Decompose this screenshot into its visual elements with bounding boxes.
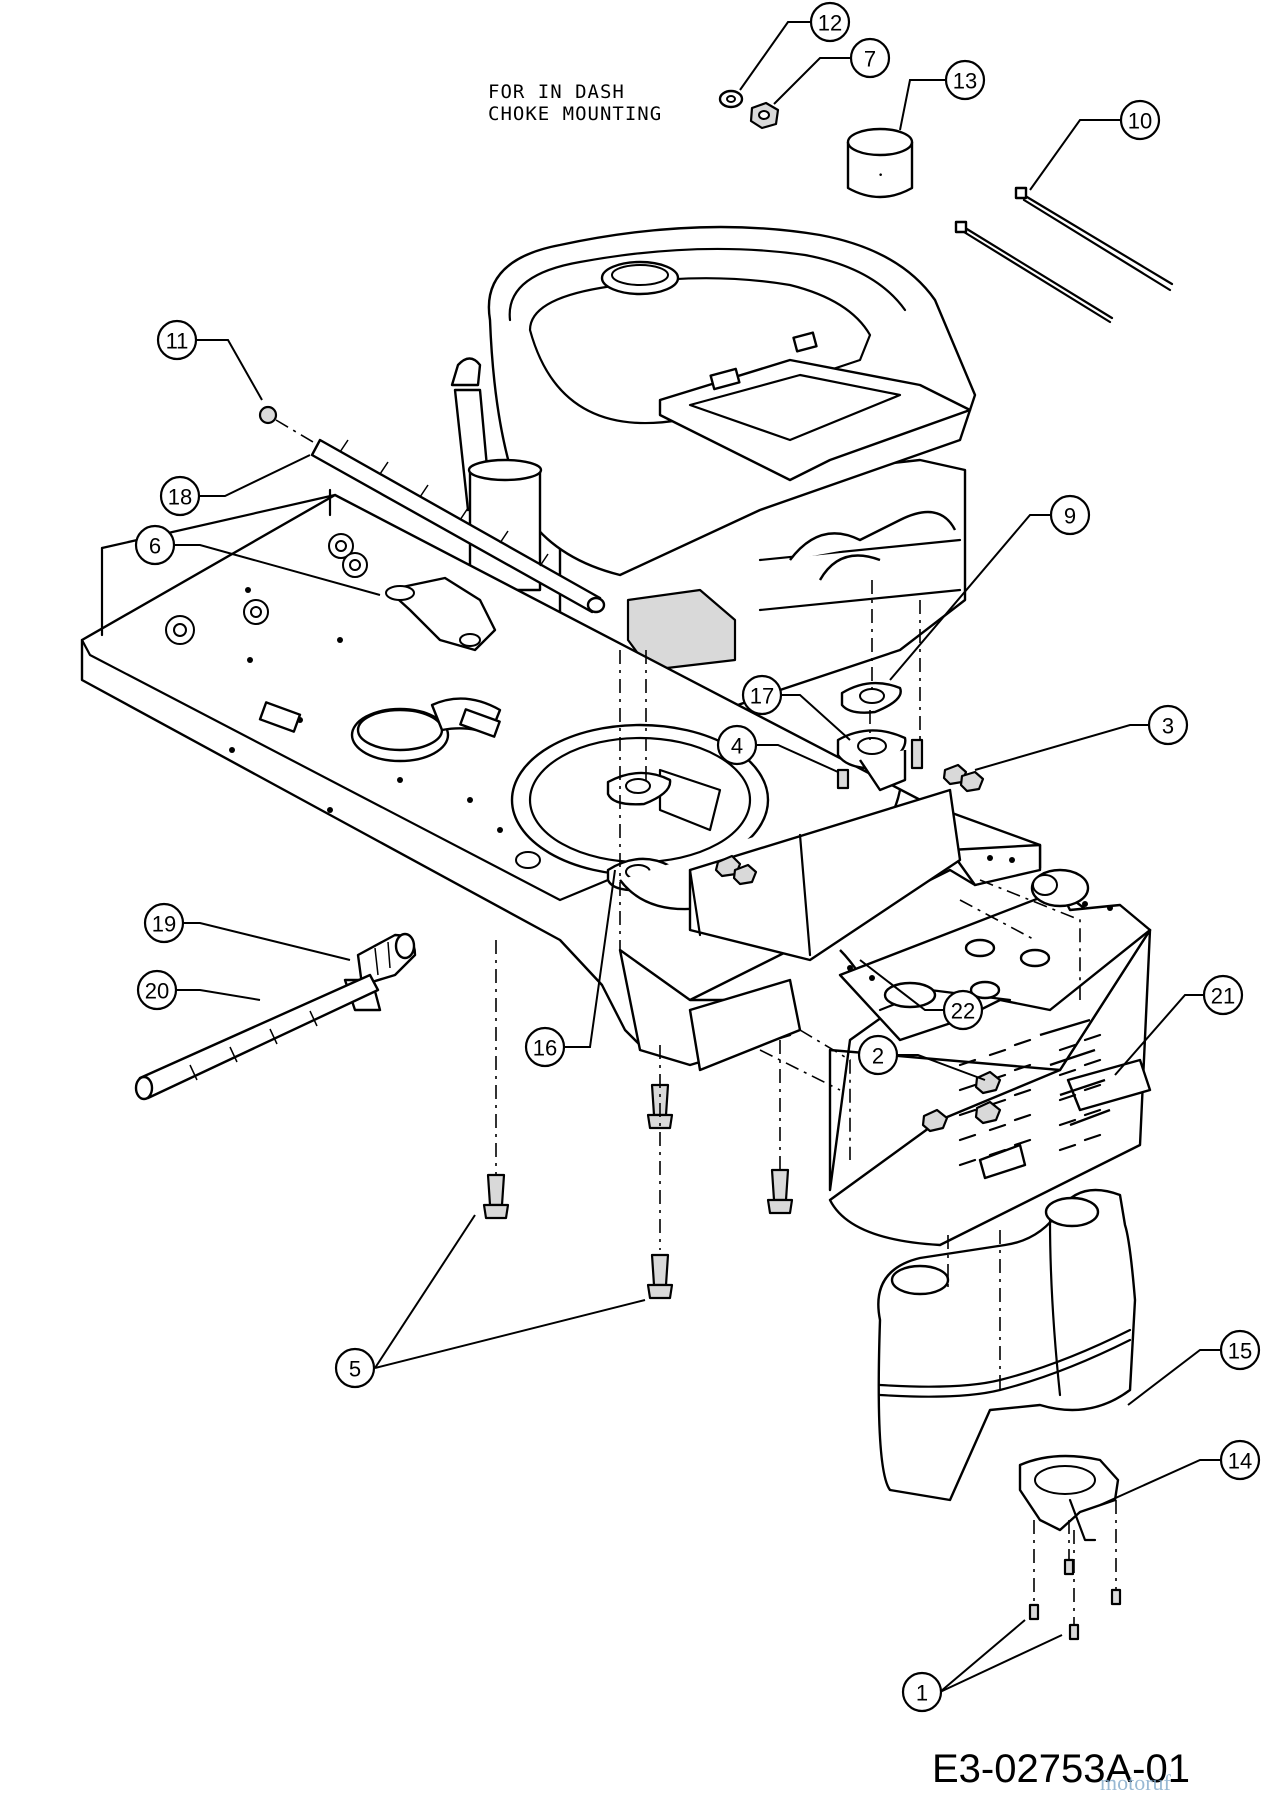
callout-2-label: 2 [872, 1044, 884, 1069]
callout-15: 15 [1219, 1329, 1261, 1371]
callout-9: 9 [1049, 494, 1091, 536]
callout-2: 2 [857, 1034, 899, 1076]
svg-text:•: • [878, 171, 883, 181]
rod-part-20 [134, 973, 380, 1101]
exhaust-manifold-part-22 [619, 788, 962, 976]
callout-22-label: 22 [951, 999, 975, 1024]
callout-11-label: 11 [166, 329, 189, 354]
callout-21-label: 21 [1211, 984, 1235, 1009]
screw-part-1 [1028, 1500, 1122, 1641]
callout-9-label: 9 [1064, 504, 1076, 529]
nut-part-7 [749, 101, 780, 130]
callout-13-label: 13 [953, 69, 977, 94]
assembly-lines [495, 580, 1081, 1390]
callout-17: 17 [741, 674, 783, 716]
callout-10: 10 [1119, 99, 1161, 141]
callout-19-label: 19 [152, 912, 176, 937]
callout-1-label: 1 [916, 1681, 928, 1706]
callout-6: 6 [134, 524, 176, 566]
gasket-part-17 [836, 729, 907, 792]
bolt-part-3 [714, 763, 985, 886]
callout-7-label: 7 [864, 47, 876, 72]
callout-3-label: 3 [1162, 714, 1174, 739]
callout-4: 4 [716, 724, 758, 766]
callout-1: 1 [901, 1671, 943, 1713]
callout-12: 12 [809, 1, 851, 43]
nut-part-2 [921, 1070, 1002, 1133]
note-line-1: FOR IN DASH [488, 81, 625, 103]
filter-part-13: • [846, 127, 914, 199]
throttle-bracket-part-6 [385, 576, 497, 652]
cable-ties-part-10 [954, 186, 1174, 324]
callout-19: 19 [143, 902, 185, 944]
drawing-code: E3-02753A-01 [932, 1747, 1190, 1791]
heat-shield-part-21 [828, 868, 1152, 1247]
callout-14-label: 14 [1228, 1449, 1252, 1474]
callout-14: 14 [1219, 1439, 1261, 1481]
bolt-part-4 [836, 738, 924, 790]
callout-17-label: 17 [750, 684, 774, 709]
muffler-part-15 [877, 1188, 1137, 1502]
gasket-part-9 [840, 681, 902, 714]
callout-5-label: 5 [349, 1357, 361, 1382]
note-line-2: CHOKE MOUNTING [488, 103, 662, 125]
callout-5: 5 [334, 1347, 376, 1389]
callout-11: 11 [156, 319, 198, 361]
callout-12-label: 12 [818, 11, 842, 36]
callout-15-label: 15 [1228, 1339, 1252, 1364]
callout-16: 16 [524, 1026, 566, 1068]
callout-20-label: 20 [145, 979, 169, 1004]
callout-18: 18 [159, 475, 201, 517]
callout-21: 21 [1202, 974, 1244, 1016]
callout-20: 20 [136, 969, 178, 1011]
fastener-part-11 [258, 405, 319, 446]
callout-6-label: 6 [149, 534, 161, 559]
callout-18-label: 18 [168, 485, 192, 510]
callout-7: 7 [849, 37, 891, 79]
leader-lines [172, 21, 1222, 1693]
bolt-part-5 [482, 1083, 794, 1300]
watermark-text: motoruf [1100, 1770, 1172, 1795]
cable-part-18 [310, 438, 606, 614]
callout-16-label: 16 [533, 1036, 557, 1061]
spark-arrestor-part-14 [1018, 1454, 1120, 1542]
callout-4-label: 4 [731, 734, 743, 759]
washer-part-12 [718, 89, 744, 109]
callout-10-label: 10 [1128, 109, 1152, 134]
callout-13: 13 [944, 59, 986, 101]
callout-3: 3 [1147, 704, 1189, 746]
callout-22: 22 [942, 989, 984, 1031]
